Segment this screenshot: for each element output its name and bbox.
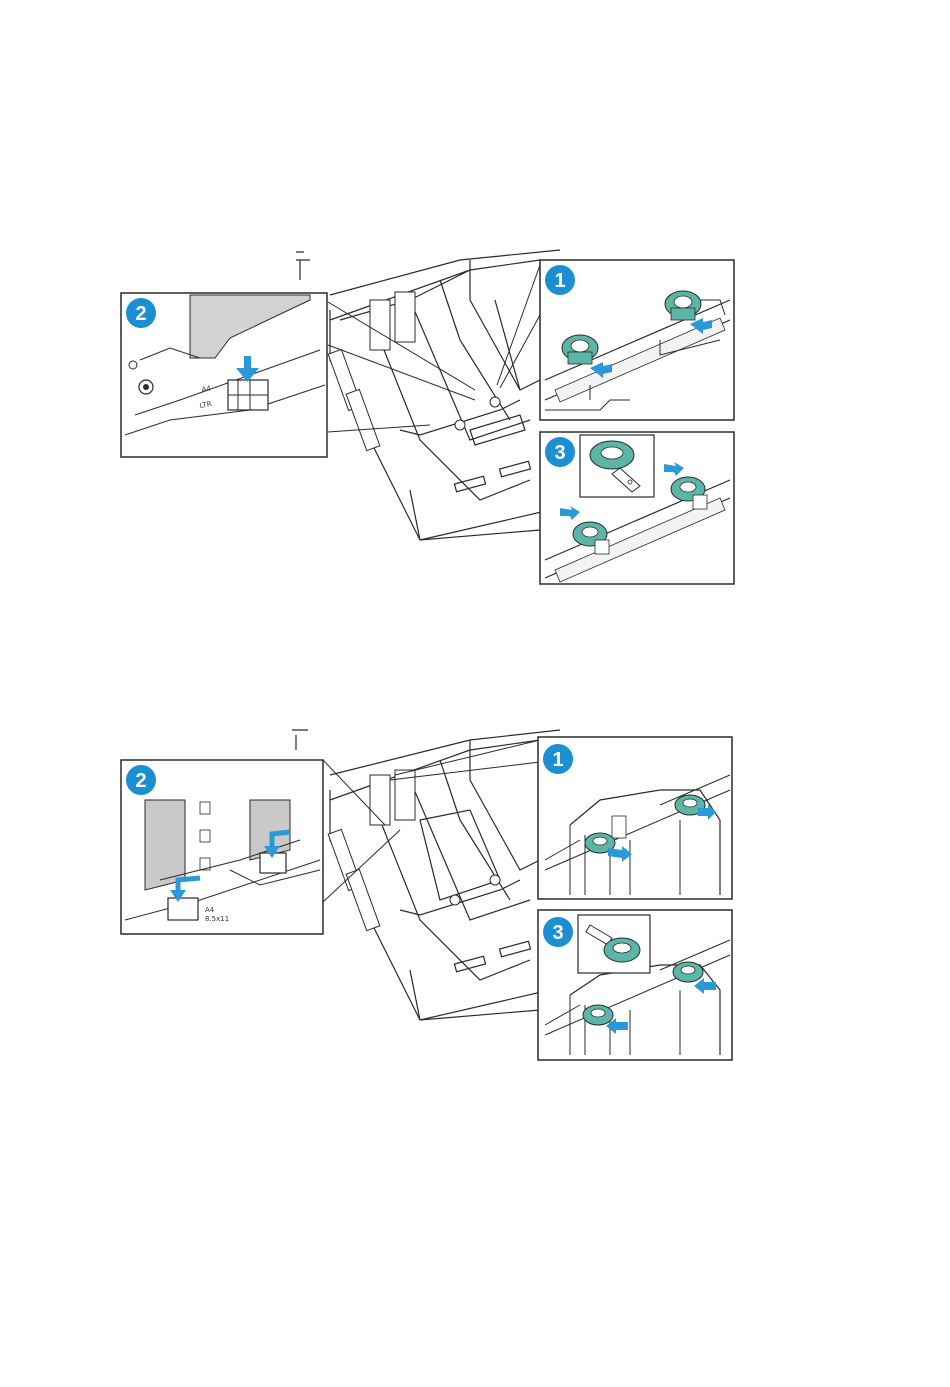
detail-panel-1: 1 xyxy=(538,737,732,899)
callout-2-number: 2 xyxy=(135,770,146,792)
callout-2-badge: 2 xyxy=(126,765,156,795)
guide-inset xyxy=(578,915,650,973)
detail-panel-2: A4 LTR 2 xyxy=(121,293,327,457)
tray-body xyxy=(292,730,560,1020)
svg-text:A4: A4 xyxy=(205,906,215,914)
callout-3-badge: 3 xyxy=(543,917,573,947)
figure-1-tray-guide-install: A4 LTR 2 xyxy=(0,240,950,600)
figure-1-illustration: A4 LTR 2 xyxy=(0,240,950,600)
detail-panel-3: 3 xyxy=(540,432,734,584)
zoom-lines-1 xyxy=(497,265,540,388)
callout-3-badge: 3 xyxy=(545,437,575,467)
tray-body xyxy=(296,250,560,540)
guide-ring-left xyxy=(583,1005,613,1025)
svg-text:8.5x11: 8.5x11 xyxy=(205,915,229,923)
callout-1-badge: 1 xyxy=(545,265,575,295)
callout-3-number: 3 xyxy=(554,442,565,464)
guide-ring-right xyxy=(673,962,703,982)
callout-1-badge: 1 xyxy=(543,744,573,774)
callout-3-number: 3 xyxy=(552,922,563,944)
callout-2-number: 2 xyxy=(135,303,146,325)
callout-1-number: 1 xyxy=(552,749,563,771)
callout-1-number: 1 xyxy=(554,270,565,292)
figure-2-illustration: A4 8.5x11 2 xyxy=(0,720,950,1070)
detail-panel-1: 1 xyxy=(540,260,734,420)
figure-2-tray-guide-install: A4 8.5x11 2 xyxy=(0,720,950,1070)
detail-panel-2: A4 8.5x11 2 xyxy=(121,760,323,934)
guide-inset xyxy=(580,435,654,497)
callout-2-badge: 2 xyxy=(126,298,156,328)
detail-panel-3: 3 xyxy=(538,910,732,1060)
